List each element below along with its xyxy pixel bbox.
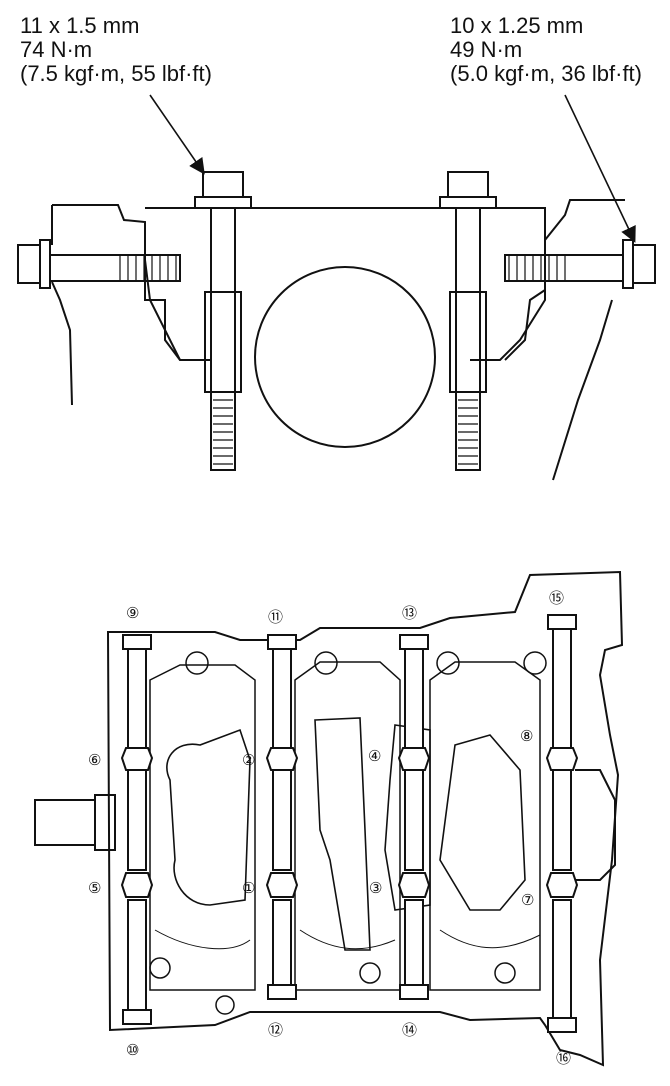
bolt-spec-right: 10 x 1.25 mm 49 N·m (5.0 kgf·m, 36 lbf·f…: [450, 14, 642, 86]
torque-nm-label: 49 N·m: [450, 37, 523, 62]
tightening-sequence: ⑨ ⑪ ⑬ ⑮ ⑥ ② ④ ⑧ ⑤ ① ③ ⑦ ⑩ ⑫ ⑭ ⑯: [88, 589, 571, 1067]
bolt-spec-left: 11 x 1.5 mm 74 N·m (7.5 kgf·m, 55 lbf·ft…: [20, 14, 212, 86]
sequence-label-15: ⑮: [549, 589, 564, 607]
sequence-label-3: ③: [369, 879, 382, 897]
crank-snout: [34, 799, 96, 846]
block-outline-left: [52, 204, 210, 361]
sequence-label-12: ⑫: [268, 1021, 283, 1039]
torque-alt-label: (7.5 kgf·m, 55 lbf·ft): [20, 61, 212, 86]
torque-nm-label: 74 N·m: [20, 37, 93, 62]
bearing-cap-section: [17, 94, 656, 481]
sequence-label-4: ④: [368, 747, 381, 765]
bolt-column-4: [545, 614, 579, 1033]
crank-throw-4: [439, 734, 526, 911]
sequence-label-16: ⑯: [556, 1049, 571, 1067]
sequence-label-10: ⑩: [126, 1041, 139, 1059]
crank-journal: [254, 266, 436, 448]
bolt-column-1: [120, 634, 154, 1025]
sequence-label-9: ⑨: [126, 604, 139, 622]
bolt-size-label: 10 x 1.25 mm: [450, 13, 584, 38]
bolt-column-2: [265, 634, 299, 1000]
engine-block-bottom-view: [34, 570, 624, 1067]
sequence-label-6: ⑥: [88, 751, 101, 769]
sequence-label-13: ⑬: [402, 604, 417, 622]
sequence-label-14: ⑭: [402, 1021, 417, 1039]
sequence-label-8: ⑧: [520, 727, 533, 745]
bolt-size-label: 11 x 1.5 mm: [20, 13, 140, 38]
main-bearing-bolts: [120, 614, 579, 1033]
bolt-column-3: [397, 634, 431, 1000]
crank-rear-flange: [575, 769, 616, 881]
block-outline: [106, 570, 624, 1067]
sequence-label-7: ⑦: [521, 891, 534, 909]
sequence-label-5: ⑤: [88, 879, 101, 897]
block-outline-right: [470, 199, 625, 361]
crank-throw-2: [314, 717, 371, 951]
sequence-label-2: ②: [242, 751, 255, 769]
crank-throw-1: [166, 728, 251, 906]
side-bolt-right: [504, 239, 656, 289]
block-edge-right: [552, 299, 613, 481]
sequence-label-1: ①: [242, 879, 255, 897]
leader-arrow-left: [149, 94, 205, 175]
cap-top: [145, 207, 546, 245]
block-edge-left: [51, 281, 73, 406]
side-bolt-left: [17, 239, 181, 289]
crank-throw-3: [384, 724, 431, 911]
main-bolt-right: [439, 171, 497, 471]
leader-arrow-right: [564, 94, 636, 243]
torque-alt-label: (5.0 kgf·m, 36 lbf·ft): [450, 61, 642, 86]
sequence-label-11: ⑪: [268, 608, 283, 626]
main-bolt-left: [194, 171, 252, 471]
